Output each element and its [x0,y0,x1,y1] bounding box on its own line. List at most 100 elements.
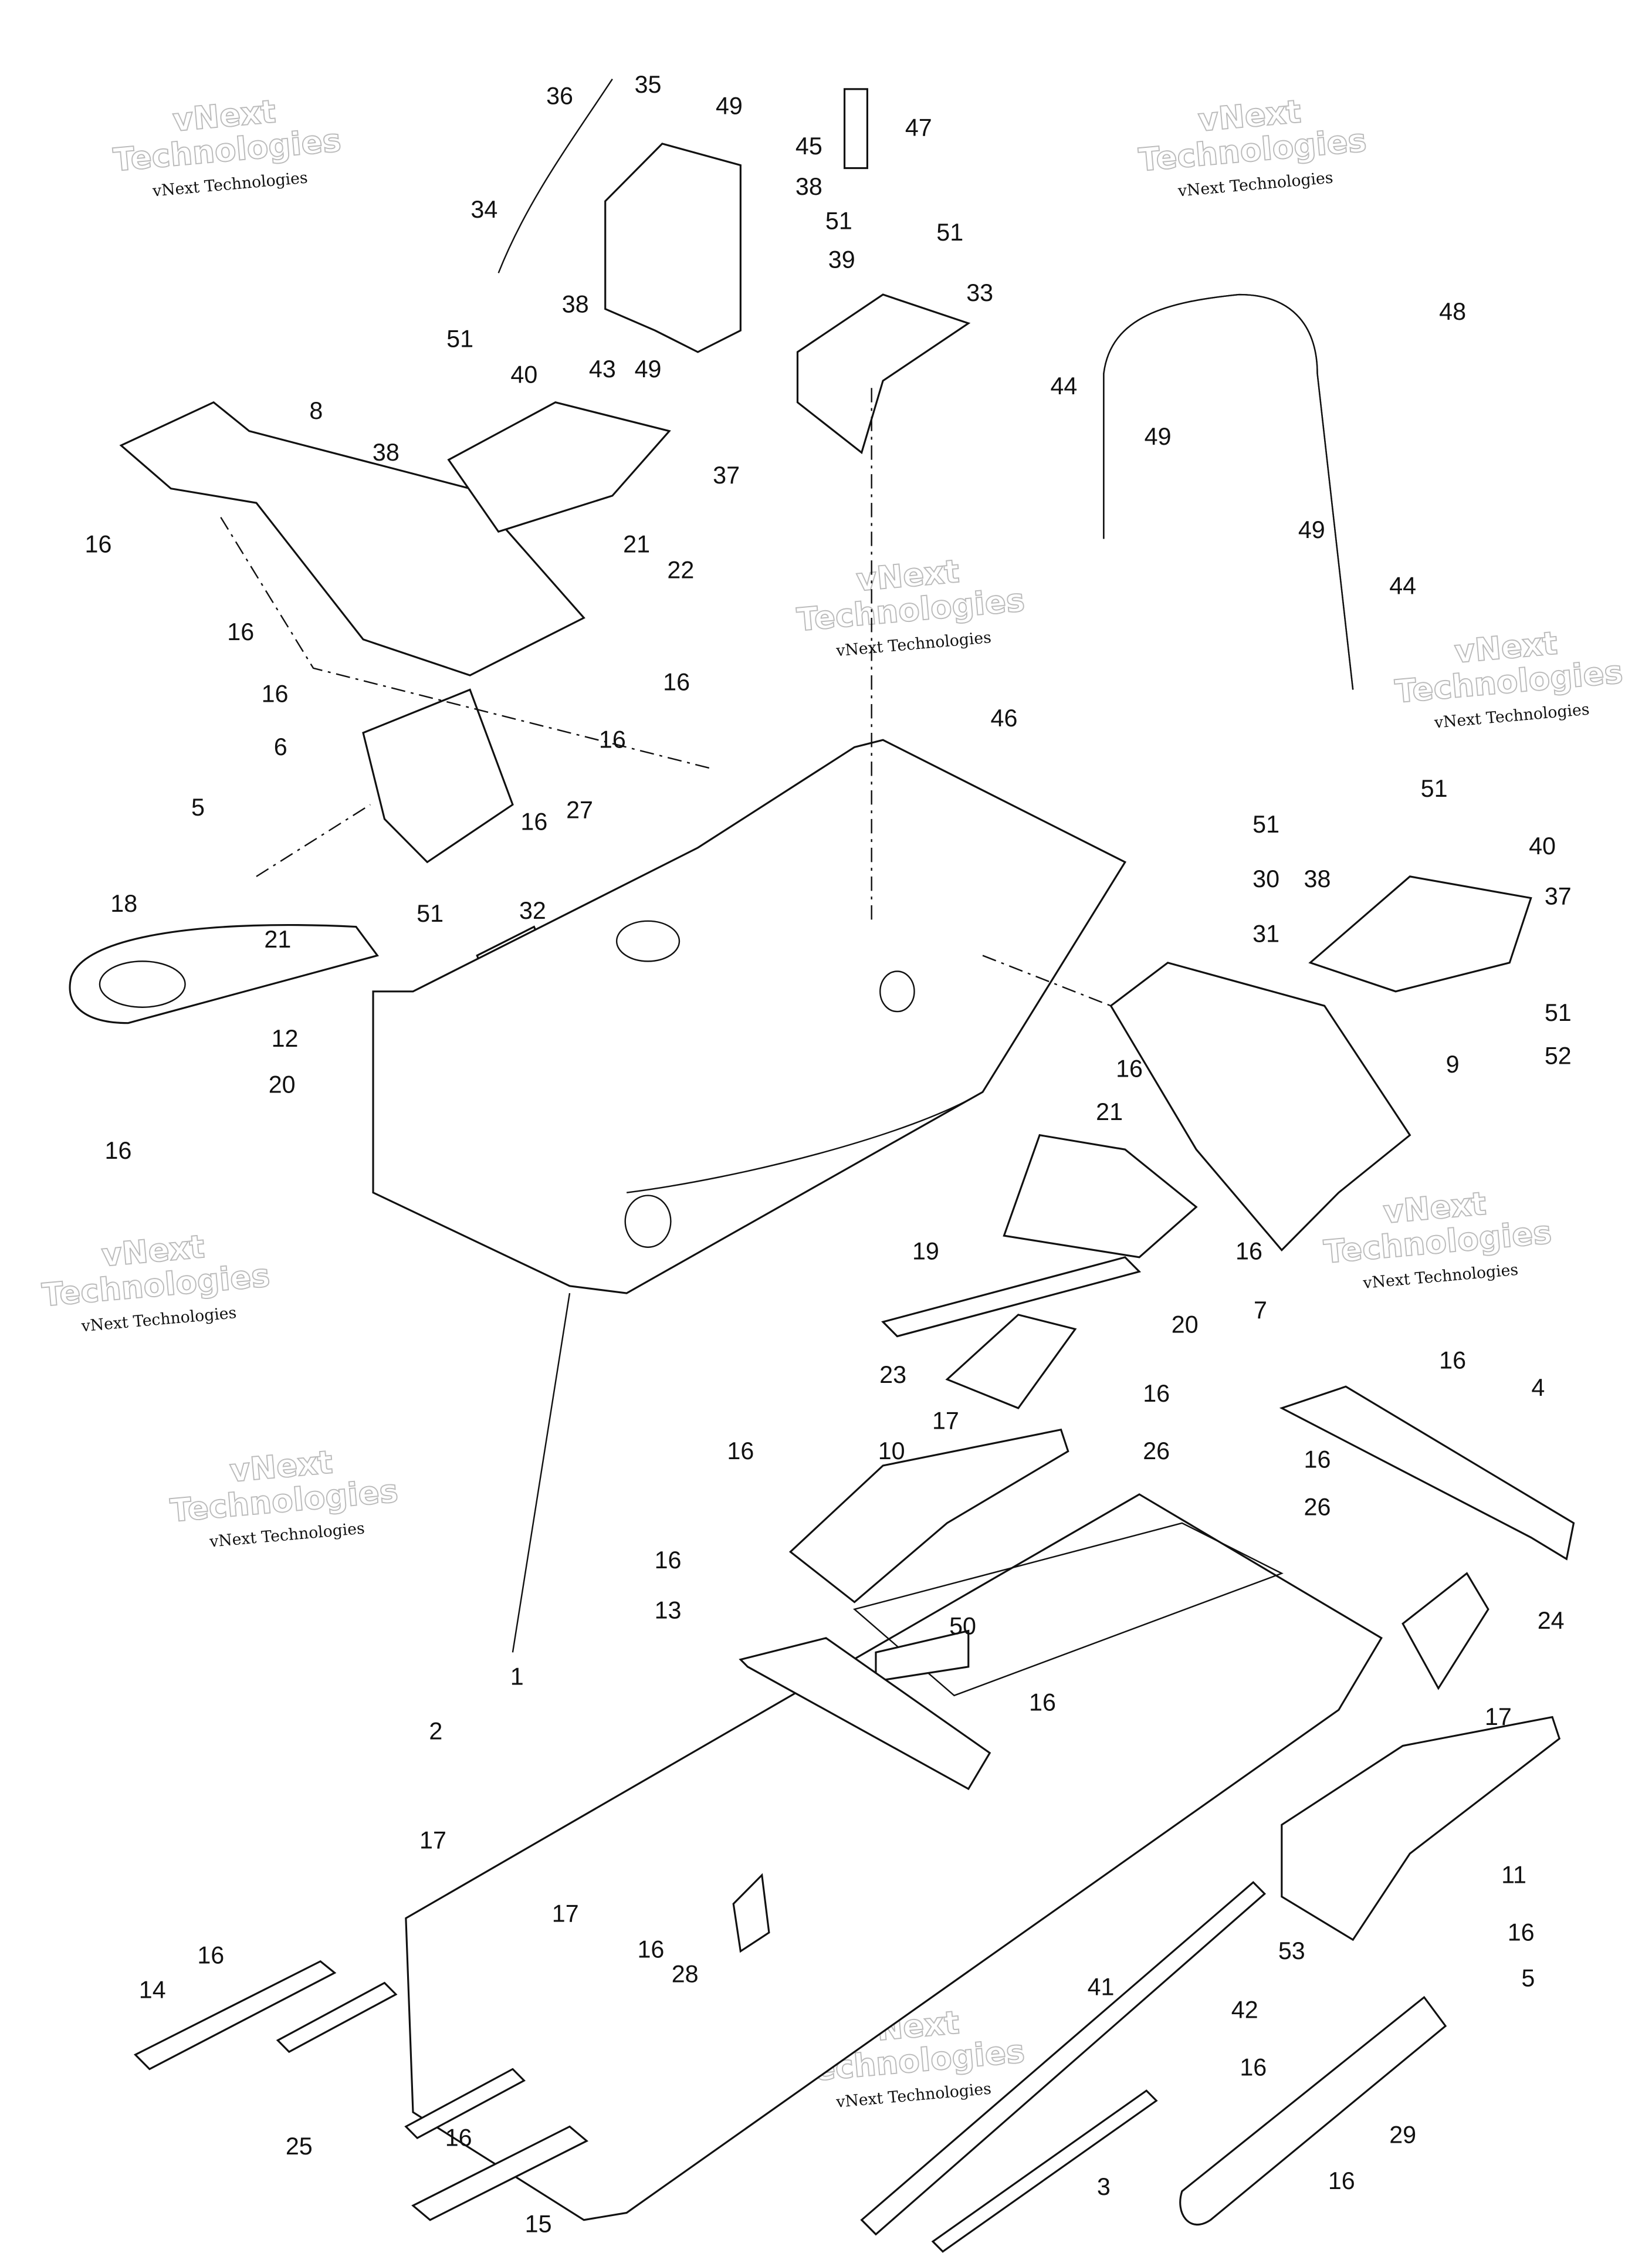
callout-22: 22 [667,556,694,584]
callout-7: 7 [1254,1296,1267,1324]
callout-49: 49 [635,355,662,383]
watermark-text: vNext Technologies [835,2080,992,2112]
callout-44: 44 [1389,571,1416,599]
callout-21: 21 [623,530,650,557]
callout-48: 48 [1439,297,1466,325]
part-11-bracket [1281,1716,1561,1941]
callout-53: 53 [1278,1937,1305,1964]
callout-50: 50 [949,1612,976,1640]
callout-16: 16 [727,1437,754,1464]
watermark-text: vNext Technologies [151,168,309,200]
part-24-plate [1402,1572,1489,1690]
callout-4: 4 [1531,1374,1545,1401]
callout-18: 18 [110,889,137,917]
callout-28: 28 [672,1960,699,1987]
callout-49: 49 [1145,422,1172,450]
callout-16: 16 [1328,2167,1355,2194]
callout-21: 21 [264,925,291,953]
callout-52: 52 [1545,1041,1572,1069]
callout-16: 16 [1143,1379,1170,1407]
part-33-plate [796,293,971,455]
callout-10: 10 [878,1437,905,1464]
callout-43: 43 [589,355,616,383]
callout-34: 34 [470,195,497,223]
part-41-rail [860,1880,1267,2236]
watermark-text: vNext Technologies [208,1519,365,1551]
callout-13: 13 [655,1596,682,1624]
callout-1: 1 [510,1662,524,1690]
watermark-text: vNext Technologies [1433,701,1590,732]
callout-17: 17 [552,1899,579,1927]
callout-16: 16 [1116,1054,1143,1082]
callout-24: 24 [1538,1606,1565,1634]
callout-16: 16 [85,530,112,557]
callout-26: 26 [1304,1493,1331,1520]
part-4-plate [1279,1385,1575,1561]
callout-17: 17 [419,1826,446,1853]
callout-20: 20 [269,1070,296,1098]
callout-49: 49 [1298,516,1325,543]
part-37-plate-right [1308,875,1532,993]
part-47-tube [843,88,868,170]
part-10-bracket [788,1428,1069,1604]
callout-44: 44 [1050,372,1077,400]
callout-19: 19 [912,1237,939,1264]
callout-16: 16 [197,1941,224,1968]
watermark-text: vNext Technologies [835,628,992,660]
callout-21: 21 [1096,1098,1123,1125]
callout-35: 35 [635,70,662,98]
callout-2: 2 [429,1717,442,1744]
part-45-bracket [604,143,742,353]
part-8-footrest-left [119,401,585,676]
callout-16: 16 [262,679,289,707]
callout-20: 20 [1172,1310,1199,1338]
callout-17: 17 [932,1406,959,1434]
part-25-rail [276,1981,398,2054]
callout-49: 49 [716,92,743,120]
callout-23: 23 [879,1361,906,1388]
callout-51: 51 [1252,810,1279,838]
callout-38: 38 [1304,865,1331,892]
callout-16: 16 [227,618,254,645]
callout-16: 16 [105,1136,132,1164]
callout-16: 16 [1235,1237,1262,1264]
callout-40: 40 [1529,832,1556,860]
callout-16: 16 [663,668,690,696]
watermark-text: vNext Technologies [1177,168,1334,200]
part-29-guard [1179,1995,1447,2226]
callout-33: 33 [966,279,993,306]
callout-12: 12 [272,1024,299,1052]
part-6-bracket [362,688,514,864]
part-14-rail [133,1960,337,2071]
callout-3: 3 [1097,2173,1111,2200]
callout-37: 37 [713,461,740,489]
callout-51: 51 [825,207,852,234]
callout-38: 38 [373,438,400,466]
callout-41: 41 [1088,1973,1115,2000]
callout-51: 51 [1421,774,1448,802]
callout-51: 51 [417,899,444,927]
callout-42: 42 [1231,1995,1258,2023]
part-3-rod [931,2089,1158,2253]
callout-16: 16 [599,726,626,753]
callout-16: 16 [445,2123,472,2151]
parts-drawing [69,79,1575,2253]
callout-30: 30 [1252,865,1279,892]
callout-46: 46 [991,704,1018,732]
callout-11: 11 [1501,1860,1526,1888]
part-1-chassis [372,739,1127,1294]
part-34-weatherstrip [497,79,613,273]
callout-51: 51 [446,324,473,352]
callout-15: 15 [525,2210,552,2237]
callout-38: 38 [562,290,589,317]
part-25-rail-2 [404,2068,526,2140]
watermark-text: vNext Technologies [80,1304,238,1335]
callout-51: 51 [1545,999,1572,1026]
